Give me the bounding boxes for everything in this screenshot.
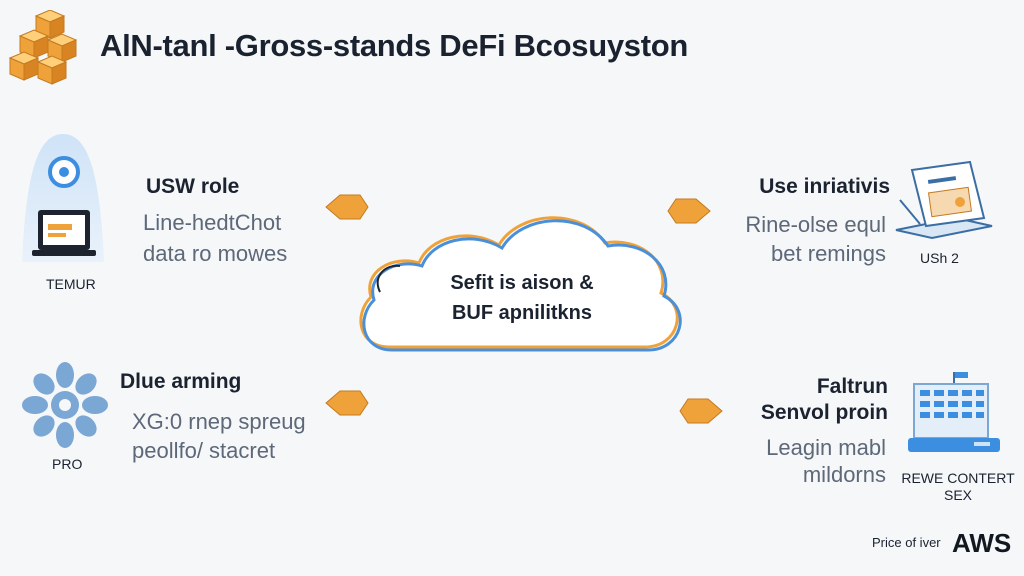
cloud-label-line1: Sefit is aison & (450, 272, 594, 294)
node-caption: USh 2 (920, 250, 959, 266)
node-heading: USW role (146, 175, 240, 198)
node-heading: Use inriativis (759, 175, 890, 198)
arrow-left-icon (678, 396, 724, 426)
node-caption: TEMUR (46, 276, 96, 292)
footer-note: Price of iver (872, 535, 941, 550)
node-text: mildorns (802, 462, 886, 487)
node-heading: Faltrun (816, 375, 888, 398)
cloud-shape (352, 200, 692, 360)
node-caption: PRO (52, 456, 83, 472)
gear-network-icon (22, 362, 108, 448)
node-text: Rine-olse equl (745, 212, 886, 237)
brand-logo: AWS (952, 528, 1012, 558)
node-text: XG:0 rnep spreug (132, 409, 306, 434)
document-folder-icon (892, 160, 996, 246)
node-text: data ro mowes (143, 241, 288, 266)
node-caption: REWE CONTERT (901, 470, 1015, 486)
cloud-label-line2: BUF apnilitkns (451, 302, 592, 324)
node-text: Leagin mabl (766, 435, 886, 460)
node-text: bet remings (771, 241, 886, 266)
arrow-right-icon (324, 192, 370, 222)
page-title: AlN-tanl -Gross-stands DeFi Bcosuyston (100, 28, 689, 63)
arrow-left-icon (666, 196, 712, 226)
node-text: peollfo/ stacret (132, 438, 276, 463)
node-caption: SEX (943, 487, 972, 503)
node-heading: Dlue arming (120, 370, 242, 393)
node-heading: Senvol proin (760, 401, 888, 424)
node-text: Line-hedtChot (143, 210, 282, 235)
laptop-beam-icon (18, 132, 108, 282)
arrow-right-icon (324, 388, 370, 418)
logo-cubes-icon (6, 10, 90, 88)
building-server-icon (904, 368, 1004, 458)
